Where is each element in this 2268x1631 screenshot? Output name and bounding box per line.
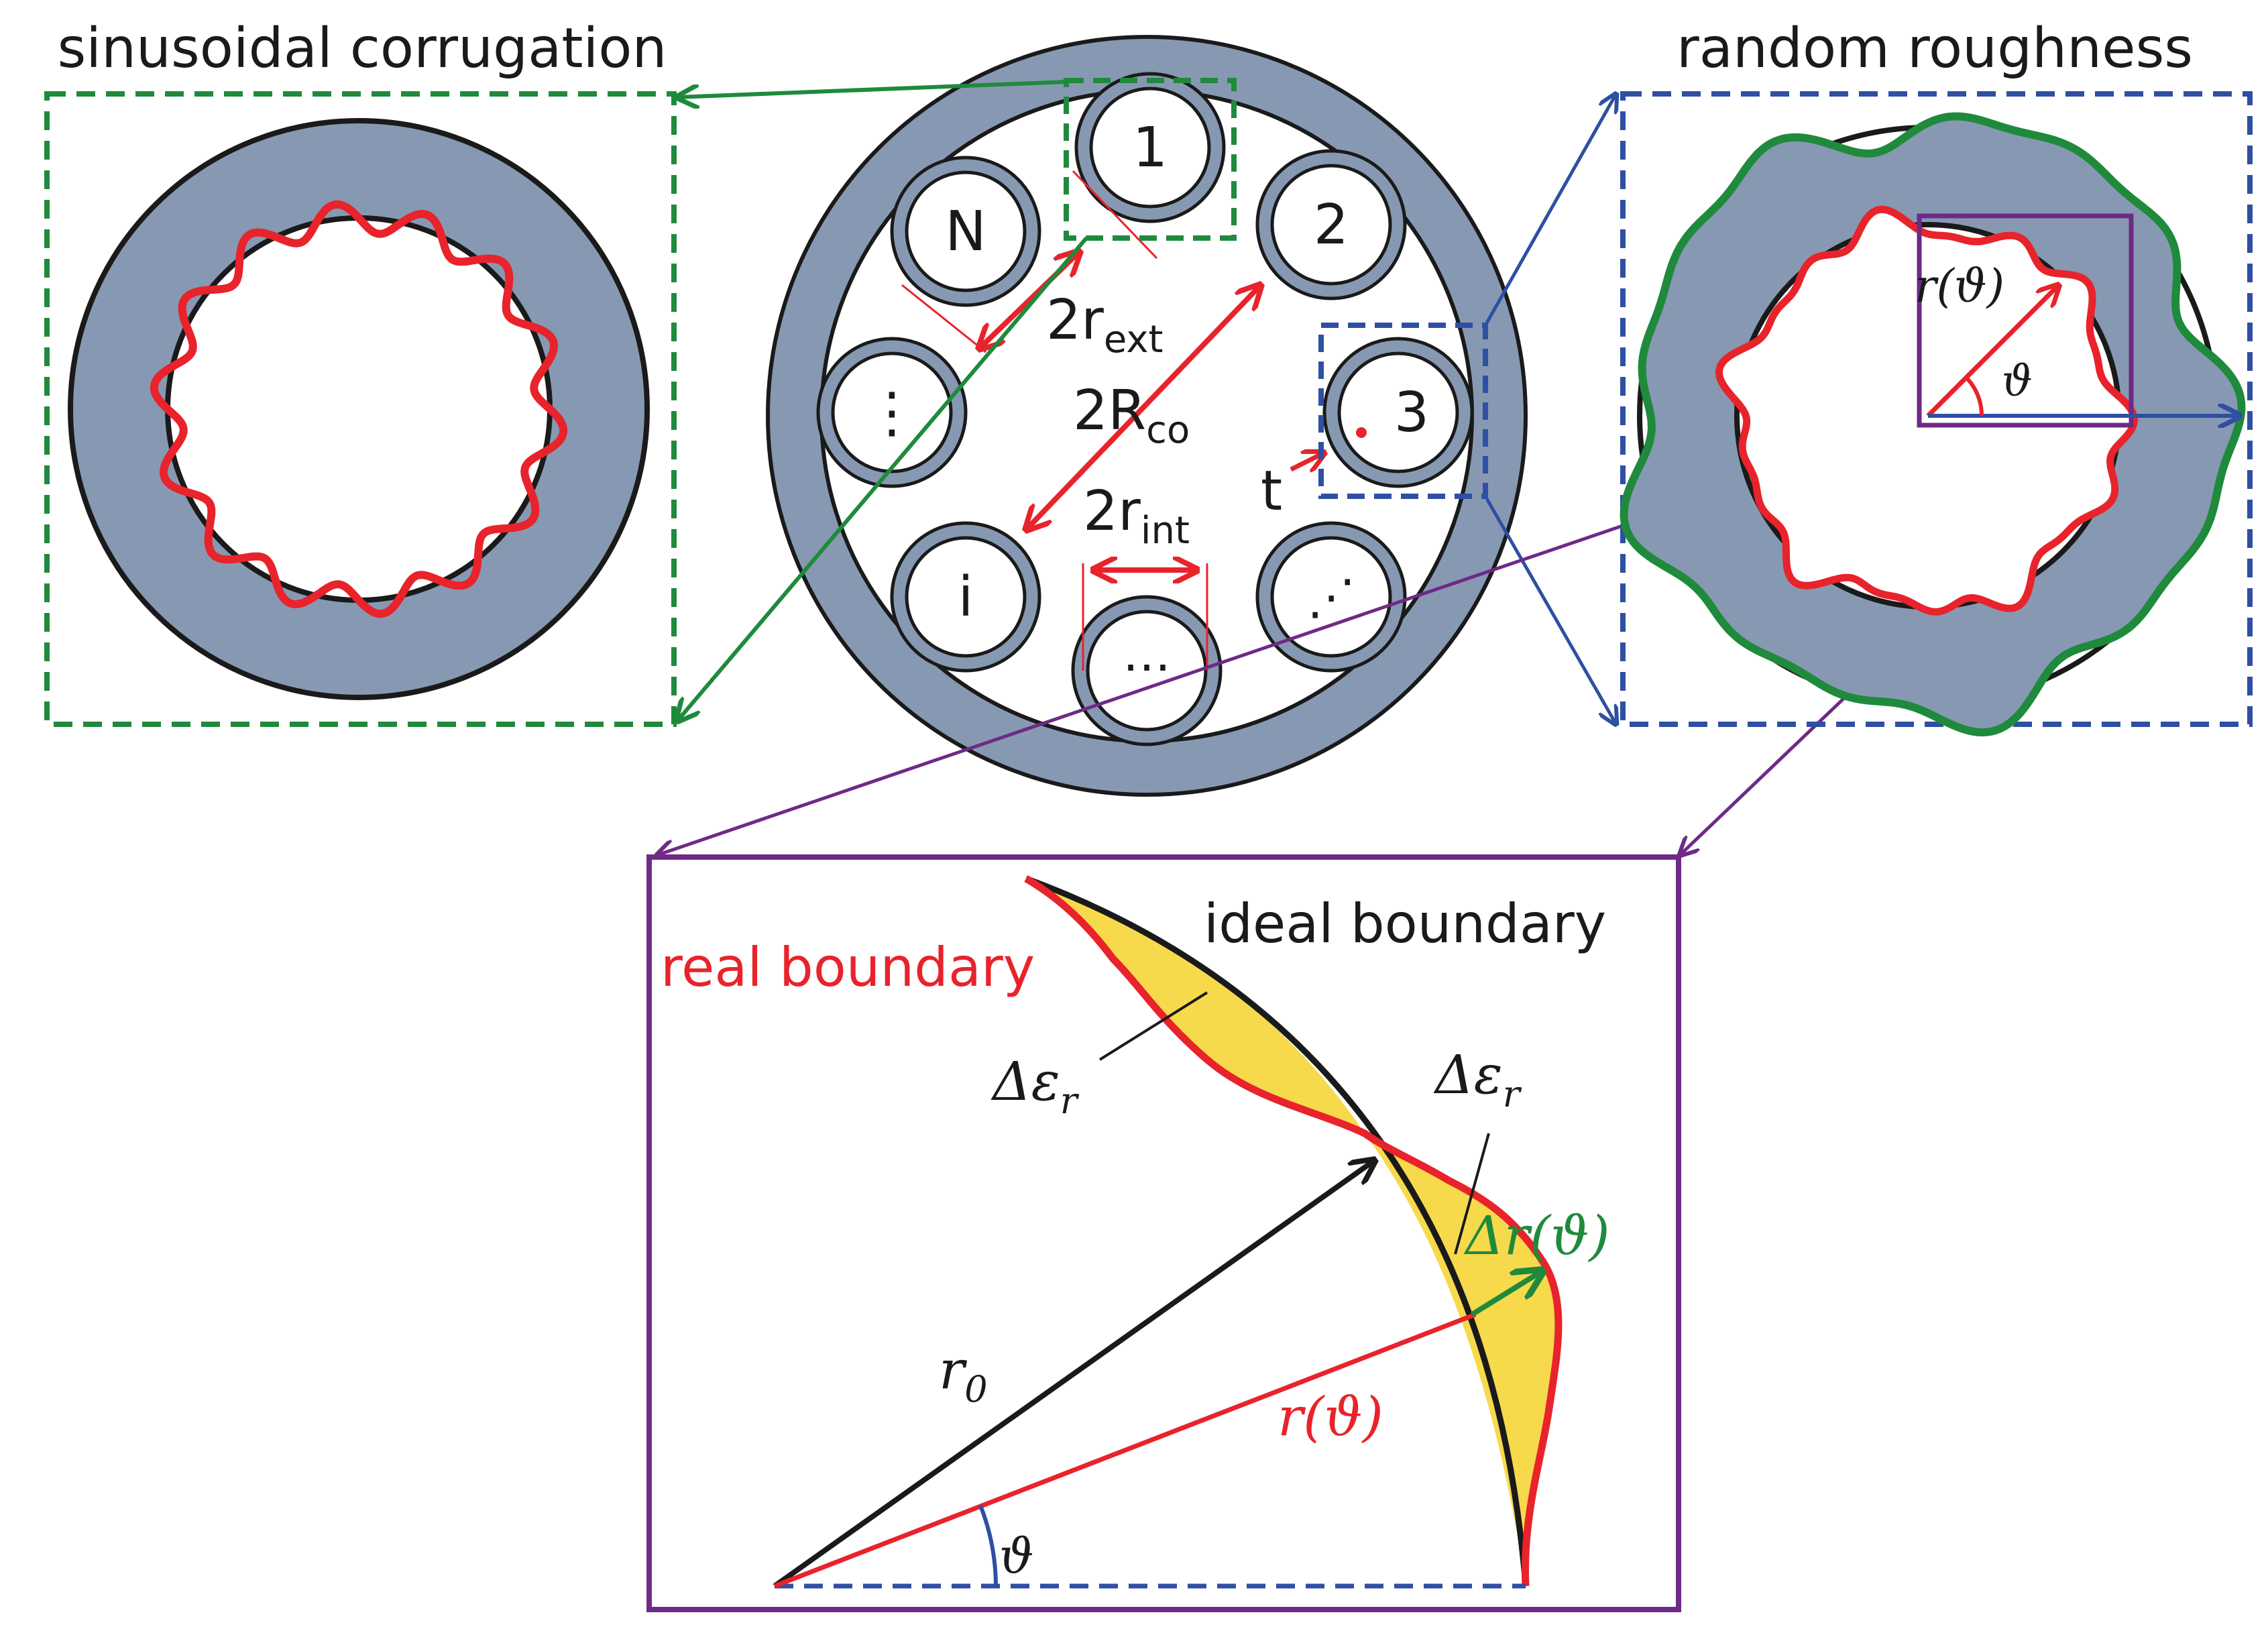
left-panel-title: sinusoidal corrugation bbox=[58, 17, 667, 80]
r-theta-vector bbox=[773, 1312, 1477, 1589]
delta-eps-2-sub: r bbox=[1503, 1073, 1522, 1115]
cable-cross-section: 1 2 3 ⋰ … i bbox=[766, 35, 1528, 797]
conductor-n: N bbox=[890, 156, 1041, 307]
zoom-box-conductor-3 bbox=[1318, 323, 1488, 499]
r-int-sub: int bbox=[1141, 509, 1190, 553]
real-boundary-curve bbox=[1024, 875, 1563, 1587]
conductor-label-diagonal: ⋰ bbox=[1307, 569, 1355, 625]
r0-main: r bbox=[939, 1339, 968, 1401]
detail-angle-arc bbox=[978, 1504, 998, 1587]
sinusoidal-boundary bbox=[150, 200, 568, 618]
conductor-diagonal-ellipsis: ⋰ bbox=[1255, 521, 1407, 673]
conductor-label-n: N bbox=[945, 200, 986, 264]
conductor-label-3: 3 bbox=[1394, 381, 1429, 445]
thickness-label: t bbox=[1261, 459, 1282, 523]
right-theta-label: ϑ bbox=[2002, 357, 2033, 406]
r0-sub: 0 bbox=[964, 1368, 987, 1410]
real-boundary-label: real boundary bbox=[661, 936, 1035, 999]
theta-label: ϑ bbox=[999, 1528, 1033, 1584]
zoom-box-conductor-1 bbox=[1064, 78, 1237, 241]
r-co-sub: co bbox=[1146, 408, 1190, 452]
delta-eps-label-1: Δεr bbox=[990, 1050, 1080, 1122]
r-int-main: 2r bbox=[1083, 480, 1141, 543]
r-co-label: 2Rco bbox=[1073, 379, 1190, 452]
left-panel: sinusoidal corrugation bbox=[44, 17, 677, 727]
detail-selection-box bbox=[1917, 213, 2134, 428]
right-panel: random roughness r(ϑ) ϑ bbox=[1620, 17, 2253, 736]
r-theta-label: r(ϑ) bbox=[1278, 1386, 1383, 1448]
r-int-label: 2rint bbox=[1083, 480, 1190, 553]
dimension-r-co: 2Rco bbox=[1026, 285, 1261, 530]
delta-eps-leader-1 bbox=[1098, 991, 1208, 1061]
delta-r-vector bbox=[1470, 1271, 1542, 1317]
delta-eps-1-sub: r bbox=[1060, 1080, 1080, 1122]
conductor-3: 3 bbox=[1322, 337, 1474, 488]
ideal-boundary-label: ideal boundary bbox=[1204, 893, 1606, 955]
r0-vector bbox=[773, 1160, 1375, 1589]
r-ext-sub: ext bbox=[1104, 318, 1164, 361]
r-ext-main: 2r bbox=[1046, 288, 1104, 352]
conductor-label-2: 2 bbox=[1314, 193, 1349, 257]
delta-eps-2-main: Δε bbox=[1433, 1044, 1503, 1106]
conductor-2: 2 bbox=[1255, 149, 1407, 300]
right-panel-title: random roughness bbox=[1677, 17, 2193, 80]
right-angle-arc bbox=[1964, 376, 1984, 416]
delta-eps-label-2: Δεr bbox=[1433, 1044, 1522, 1115]
conductor-bottom-ellipsis: … bbox=[1071, 595, 1223, 746]
left-ideal-inner-boundary bbox=[165, 215, 553, 603]
dimension-thickness: t bbox=[1261, 427, 1367, 523]
conductor-label-vertical: ⋮ bbox=[864, 381, 919, 445]
delta-eps-leader-2 bbox=[1454, 1133, 1490, 1255]
delta-r-label: Δr(ϑ) bbox=[1463, 1204, 1610, 1267]
dimension-r-int: 2rint bbox=[1082, 480, 1208, 671]
right-zoom-frame bbox=[1620, 91, 2253, 727]
rough-inner-boundary bbox=[1715, 205, 2138, 616]
right-r-theta-label: r(ϑ) bbox=[1915, 260, 2004, 313]
conductor-1: 1 bbox=[1074, 72, 1226, 223]
conductor-label-bottom: … bbox=[1123, 626, 1171, 682]
right-radius-vector bbox=[1926, 285, 2059, 418]
conductor-label-1: 1 bbox=[1133, 116, 1168, 180]
r0-label: r0 bbox=[939, 1339, 988, 1410]
delta-eps-1-main: Δε bbox=[990, 1050, 1060, 1113]
detail-panel: ideal boundary real boundary Δεr Δεr Δr(… bbox=[646, 854, 1681, 1612]
left-zoom-frame bbox=[44, 91, 677, 727]
difference-area-upper bbox=[1026, 879, 1365, 1133]
conductor-vertical-ellipsis: ⋮ bbox=[816, 337, 968, 488]
conductor-i: i bbox=[890, 521, 1041, 673]
conductor-label-i: i bbox=[958, 565, 974, 629]
r-co-main: 2R bbox=[1073, 379, 1146, 443]
